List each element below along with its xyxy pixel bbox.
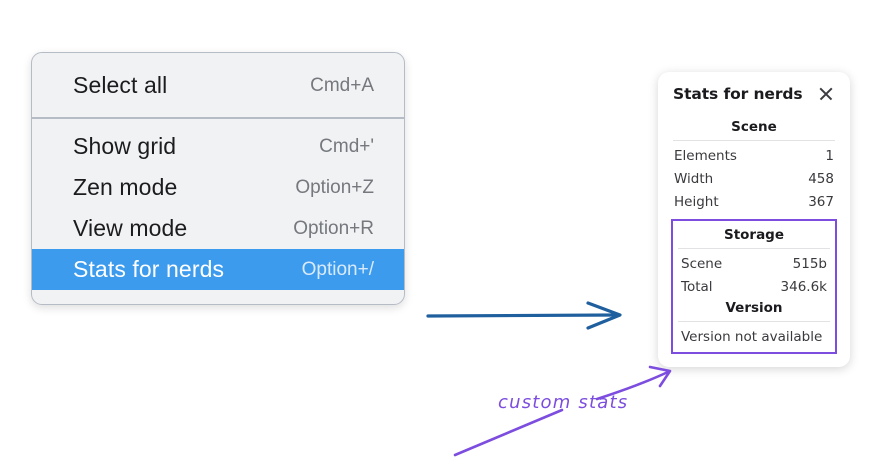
menu-item-shortcut: Cmd+A [310, 74, 374, 96]
stats-row-key: Width [674, 170, 714, 187]
stats-group-heading: Scene [731, 119, 777, 135]
stats-row-height: Height 367 [671, 190, 837, 213]
custom-stats-highlight-box: Storage Scene 515b Total 346.6k Version … [671, 219, 837, 354]
menu-item-label: View mode [73, 215, 188, 241]
stats-row-storage-total: Total 346.6k [676, 275, 832, 298]
menu-item-stats-for-nerds[interactable]: Stats for nerds Option+/ [32, 249, 404, 290]
stats-row-elements: Elements 1 [671, 144, 837, 167]
stats-row-key: Elements [674, 147, 737, 164]
menu-item-label: Select all [73, 72, 168, 98]
stats-group-heading: Storage [723, 227, 785, 243]
stats-row-width: Width 458 [671, 167, 837, 190]
stats-row-value: 367 [808, 193, 834, 210]
stats-group-rule [673, 140, 835, 141]
stats-group-version: Version Version not available [676, 298, 832, 347]
stats-version-note: Version not available [681, 329, 823, 345]
stats-row-value: 515b [792, 255, 827, 272]
menu-item-select-all[interactable]: Select all Cmd+A [32, 65, 404, 106]
annotation-stroke-lower-left [453, 408, 564, 457]
menu-section-view: Show grid Cmd+' Zen mode Option+Z View m… [32, 119, 404, 304]
annotation-label-custom-stats: custom stats [498, 392, 629, 413]
menu-item-show-grid[interactable]: Show grid Cmd+' [32, 126, 404, 167]
close-x-icon[interactable] [817, 85, 835, 103]
menu-item-shortcut: Option+Z [295, 176, 374, 198]
menu-item-label: Show grid [73, 133, 177, 159]
stats-panel-header: Stats for nerds [671, 83, 837, 103]
stats-group-rule [678, 248, 830, 249]
stats-for-nerds-panel: Stats for nerds Scene Elements 1 Width 4… [658, 72, 850, 367]
stats-group-heading: Version [725, 300, 783, 316]
stats-row-value: 346.6k [780, 278, 827, 295]
stats-row-storage-scene: Scene 515b [676, 252, 832, 275]
menu-item-shortcut: Option+/ [301, 258, 374, 280]
canvas-context-menu[interactable]: Select all Cmd+A Show grid Cmd+' Zen mod… [31, 52, 405, 305]
stats-row-value: 458 [808, 170, 834, 187]
menu-item-zen-mode[interactable]: Zen mode Option+Z [32, 167, 404, 208]
stats-row-key: Total [681, 278, 713, 295]
stats-row-key: Scene [681, 255, 723, 272]
menu-item-shortcut: Option+R [293, 217, 374, 239]
menu-item-label: Stats for nerds [73, 256, 225, 282]
stats-row-key: Height [674, 193, 719, 210]
menu-divider [32, 117, 404, 119]
menu-section-selection: Select all Cmd+A [32, 53, 404, 117]
menu-item-view-mode[interactable]: View mode Option+R [32, 208, 404, 249]
stats-group-rule [678, 321, 830, 322]
stats-group-storage: Storage Scene 515b Total 346.6k [676, 225, 832, 298]
stats-group-scene: Scene Elements 1 Width 458 Height 367 [671, 117, 837, 213]
flow-arrow-blue [426, 301, 622, 330]
stats-panel-title: Stats for nerds [673, 85, 803, 103]
menu-item-shortcut: Cmd+' [319, 135, 374, 157]
stats-row-value: 1 [825, 147, 834, 164]
menu-item-label: Zen mode [73, 174, 178, 200]
